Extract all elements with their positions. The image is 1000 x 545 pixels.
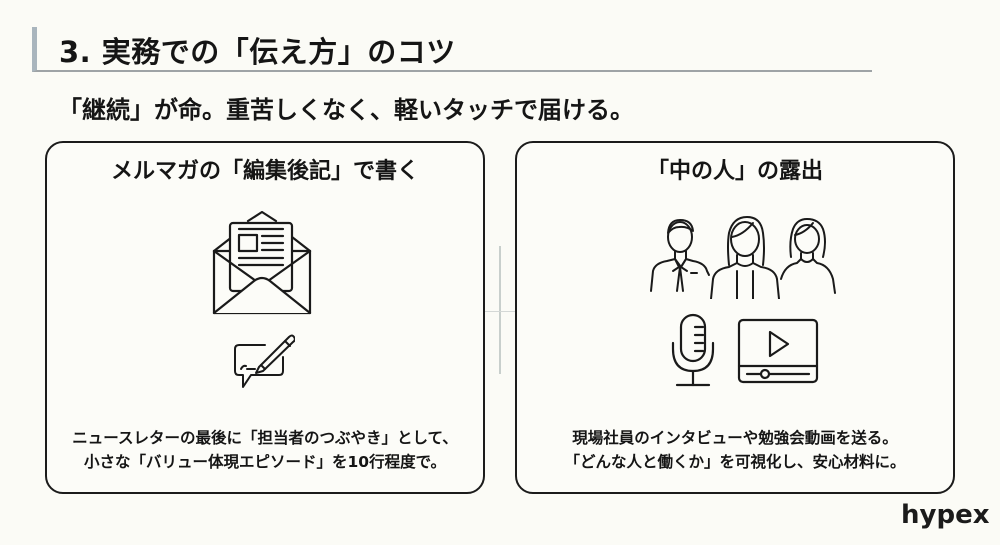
center-divider-cross: [485, 311, 515, 312]
card-newsletter: メルマガの「編集後記」で書く ニュースレターの最後に「担当者のつぶやき」として、…: [45, 141, 485, 494]
hypex-logo: hypex: [901, 500, 990, 530]
description-line: 現場社員のインタビューや勉強会動画を送る。: [572, 429, 898, 447]
chat-pencil-icon: [234, 334, 295, 388]
video-player-icon: [737, 318, 819, 384]
card-title: 「中の人」の露出: [646, 159, 823, 184]
card-description: ニュースレターの最後に「担当者のつぶやき」として、 小さな「バリュー体現エピソー…: [47, 426, 483, 474]
newsletter-envelope-icon: [212, 211, 312, 315]
description-line: ニュースレターの最後に「担当者のつぶやき」として、: [72, 429, 458, 447]
people-group-icon: [650, 216, 836, 299]
description-line: 「どんな人と働くか」を可視化し、安心材料に。: [564, 453, 906, 471]
microphone-icon: [671, 313, 715, 387]
center-divider: [499, 246, 501, 374]
card-title: メルマガの「編集後記」で書く: [110, 159, 419, 184]
page-subtitle: 「継続」が命。重苦しくなく、軽いタッチで届ける。: [58, 96, 634, 124]
card-description: 現場社員のインタビューや勉強会動画を送る。 「どんな人と働くか」を可視化し、安心…: [517, 426, 953, 474]
page-title: 3. 実務での「伝え方」のコツ: [59, 35, 456, 69]
description-line: 小さな「バリュー体現エピソード」を10行程度で。: [84, 453, 446, 471]
card-insider-exposure: 「中の人」の露出: [515, 141, 955, 494]
title-bar: 3. 実務での「伝え方」のコツ: [32, 27, 872, 72]
